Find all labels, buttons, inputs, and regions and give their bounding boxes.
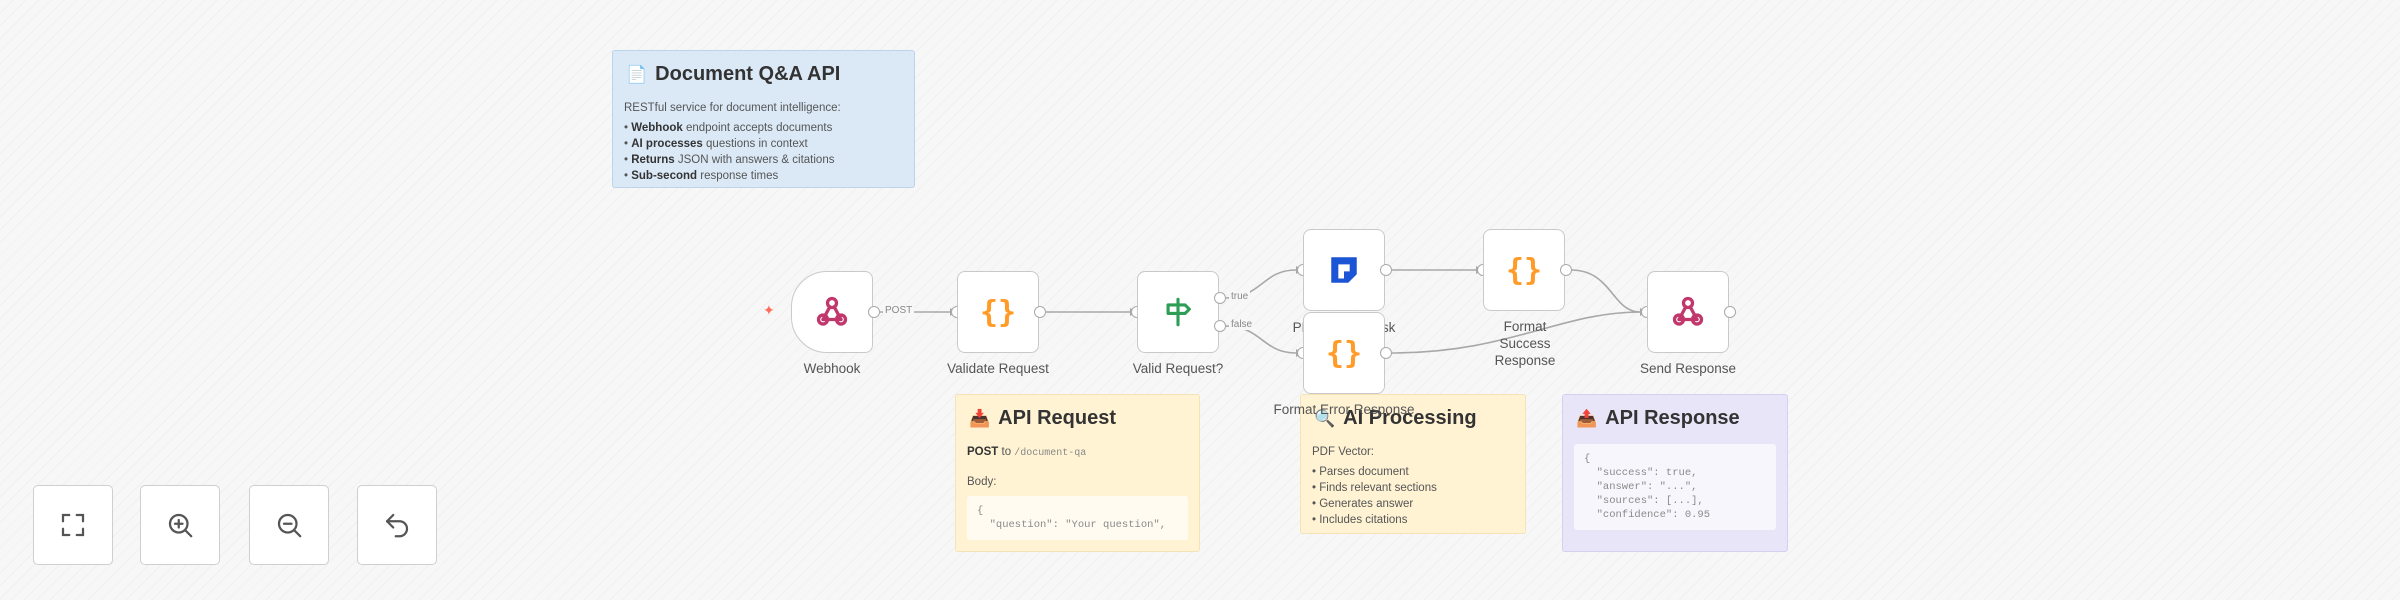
request-body-label: Body:: [967, 476, 997, 488]
sticky-title-overview: 📄 Document Q&A API: [626, 63, 903, 86]
connection-success-send: [1570, 269, 1641, 313]
sticky-title-text: AI Processing: [1343, 407, 1477, 429]
list-item: Generates answer: [1312, 496, 1514, 512]
zoom-out-button[interactable]: [249, 485, 329, 565]
sticky-body-ai-processing: PDF Vector: Parses document Finds releva…: [1312, 444, 1514, 528]
list-item: Includes citations: [1312, 512, 1514, 528]
code-braces-icon: {}: [1505, 252, 1543, 288]
format-error-output-handle[interactable]: [1380, 347, 1392, 359]
code-braces-icon: {}: [979, 294, 1017, 330]
node-send-response[interactable]: [1647, 271, 1729, 353]
response-body-code: { "success": true, "answer": "...", "sou…: [1574, 444, 1776, 530]
request-path: /document-qa: [1014, 448, 1087, 459]
sticky-title-ai-processing: 🔍 AI Processing: [1314, 407, 1514, 430]
send-response-output-handle[interactable]: [1724, 306, 1736, 318]
zoom-out-icon: [277, 513, 302, 538]
node-label-webhook: Webhook: [803, 361, 861, 376]
sticky-title-text: API Response: [1605, 407, 1740, 429]
reset-zoom-button[interactable]: [357, 485, 437, 565]
request-method-line: POST to /document-qa: [967, 444, 1188, 462]
node-valid-request[interactable]: [1137, 271, 1219, 353]
sticky-note-api-response[interactable]: 📤 API Response { "success": true, "answe…: [1562, 394, 1788, 552]
pdf-vector-icon: [1331, 257, 1357, 283]
trigger-bolt-icon: ✦: [763, 302, 775, 318]
overview-intro: RESTful service for document intelligenc…: [624, 102, 841, 114]
node-label-send-response: Send Response: [1639, 361, 1737, 376]
list-item: Sub-second response times: [624, 168, 903, 184]
code-braces-icon: {}: [1325, 335, 1363, 371]
node-format-error-response[interactable]: {}: [1303, 312, 1385, 394]
processing-intro: PDF Vector:: [1312, 446, 1374, 458]
processing-list: Parses document Finds relevant sections …: [1312, 464, 1514, 528]
magnifier-emoji-icon: 🔍: [1314, 408, 1336, 428]
sticky-note-ai-processing[interactable]: 🔍 AI Processing PDF Vector: Parses docum…: [1300, 394, 1526, 534]
overview-list: Webhook endpoint accepts documents AI pr…: [624, 120, 903, 184]
node-pdf-vector-ask[interactable]: [1303, 229, 1385, 311]
edge-label-true: true: [1229, 291, 1251, 302]
node-label-valid-request: Valid Request?: [1132, 361, 1224, 376]
outbox-emoji-icon: 📤: [1576, 408, 1598, 428]
fit-view-button[interactable]: [33, 485, 113, 565]
zoom-in-button[interactable]: [140, 485, 220, 565]
node-label-format-success-response: Format Success Response: [1494, 319, 1556, 368]
edge-label-false: false: [1229, 319, 1255, 330]
node-label-format-error-response: Format Error Response: [1273, 402, 1415, 417]
sticky-title-text: API Request: [998, 407, 1116, 429]
node-validate-request[interactable]: {}: [957, 271, 1039, 353]
sticky-body-overview: RESTful service for document intelligenc…: [624, 100, 903, 184]
sticky-title-api-response: 📤 API Response: [1576, 407, 1776, 430]
validate-output-handle[interactable]: [1034, 306, 1046, 318]
node-webhook[interactable]: [791, 271, 873, 353]
sticky-title-text: Document Q&A API: [655, 63, 841, 85]
sticky-body-api-request: POST to /document-qa Body: { "question":…: [967, 444, 1188, 540]
format-success-output-handle[interactable]: [1560, 264, 1572, 276]
webhook-icon: [816, 296, 848, 326]
pdf-vector-output-handle[interactable]: [1380, 264, 1392, 276]
inbox-emoji-icon: 📥: [969, 408, 991, 428]
zoom-in-icon: [168, 513, 193, 538]
list-item: AI processes questions in context: [624, 136, 903, 152]
webhook-icon: [1672, 296, 1704, 326]
fit-view-icon: [61, 513, 85, 537]
list-item: Parses document: [1312, 464, 1514, 480]
sticky-title-api-request: 📥 API Request: [969, 407, 1188, 430]
list-item: Returns JSON with answers & citations: [624, 152, 903, 168]
node-format-success-response[interactable]: {}: [1483, 229, 1565, 311]
edge-label-post: POST: [883, 305, 915, 316]
list-item: Finds relevant sections: [1312, 480, 1514, 496]
sticky-note-api-request[interactable]: 📥 API Request POST to /document-qa Body:…: [955, 394, 1200, 552]
if-false-output-handle[interactable]: [1214, 320, 1226, 332]
document-emoji-icon: 📄: [626, 64, 648, 84]
request-body-code: { "question": "Your question",: [967, 496, 1188, 540]
if-branch-icon: [1166, 297, 1191, 327]
if-true-output-handle[interactable]: [1214, 292, 1226, 304]
sticky-note-overview[interactable]: 📄 Document Q&A API RESTful service for d…: [612, 50, 915, 188]
webhook-output-handle[interactable]: [868, 306, 880, 318]
node-label-validate-request: Validate Request: [947, 361, 1049, 376]
list-item: Webhook endpoint accepts documents: [624, 120, 903, 136]
undo-icon: [385, 513, 409, 538]
